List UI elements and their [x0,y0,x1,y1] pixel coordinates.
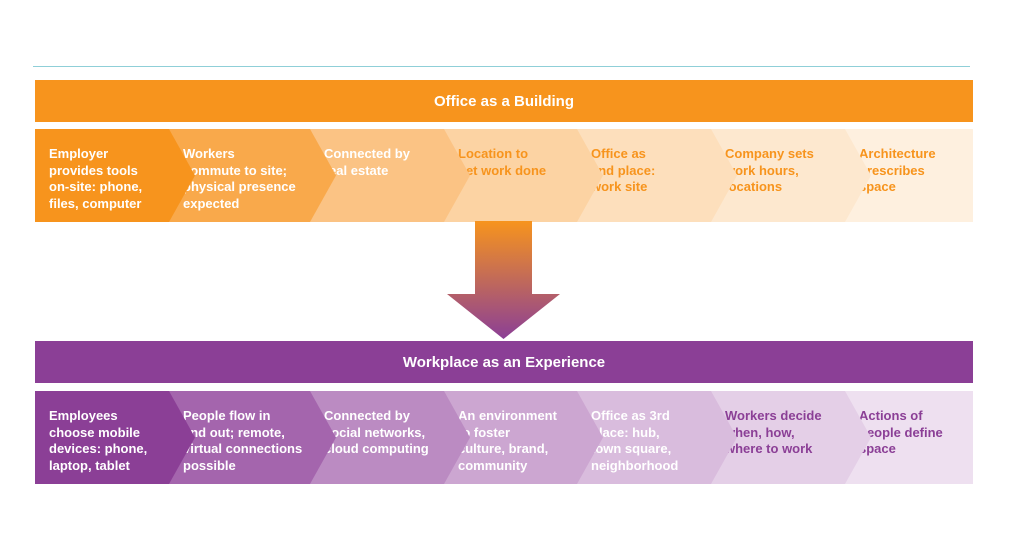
office-as-building-banner: Office as a Building [35,80,973,122]
office-cell-1: Employer provides tools on-site: phone, … [35,129,169,222]
office-characteristics-row: Employer provides tools on-site: phone, … [35,129,973,222]
workplace-cell-1: Employees choose mobile devices: phone, … [35,391,169,484]
office-as-building-title: Office as a Building [433,92,575,110]
office-cell-3: Connected by real estate [310,129,444,222]
office-cell-5: Office as 2nd place: work site [577,129,711,222]
top-divider-line [33,66,970,67]
workplace-as-experience-title: Workplace as an Experience [402,353,606,371]
workplace-as-experience-banner: Workplace as an Experience [35,341,973,383]
transition-arrow-icon [447,221,560,339]
office-cell-2: Workers commute to site; physical presen… [169,129,310,222]
workplace-characteristics-row: Employees choose mobile devices: phone, … [35,391,973,484]
